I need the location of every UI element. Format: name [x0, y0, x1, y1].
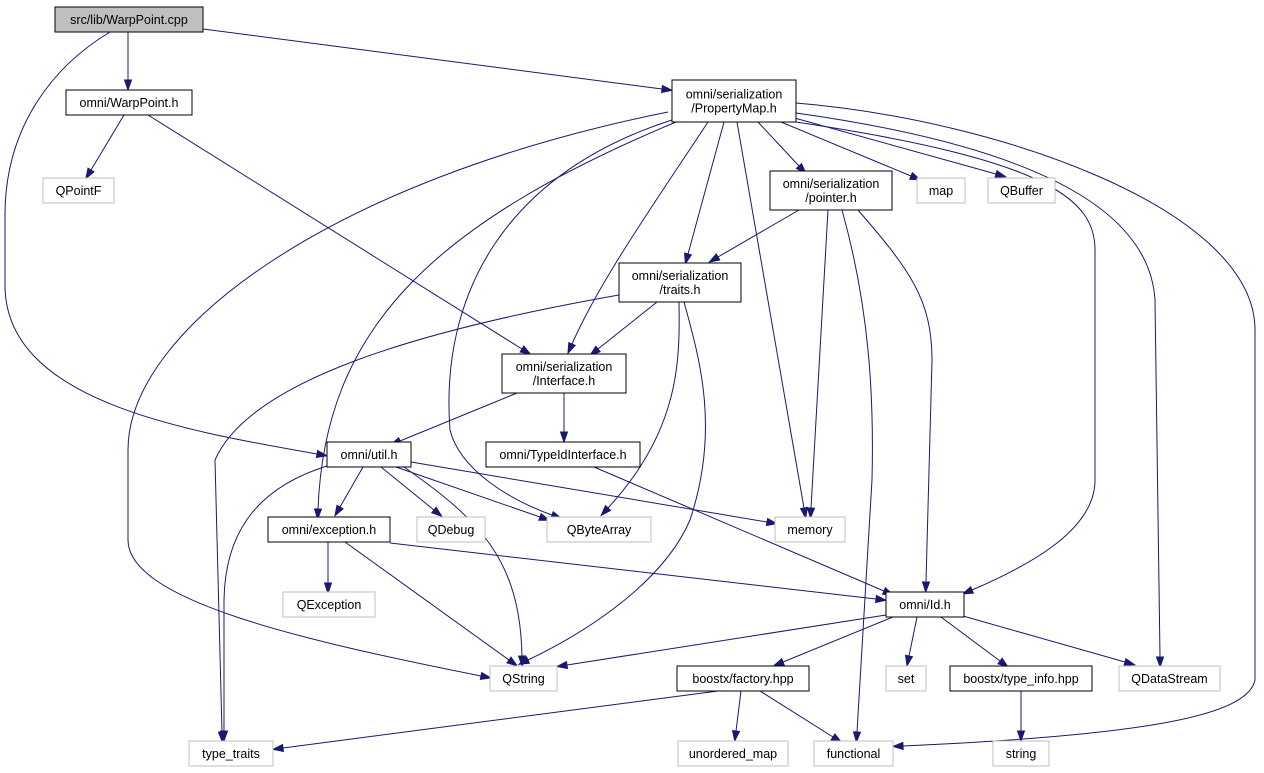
- node-label: /Interface.h: [533, 374, 596, 388]
- node-label: omni/util.h: [341, 448, 398, 462]
- node-memory: memory: [774, 516, 846, 543]
- edge-util-h-to-qstring: [403, 466, 527, 668]
- node-label: boostx/factory.hpp: [692, 672, 793, 686]
- edge-id-h-to-set: [904, 616, 918, 668]
- edge-interface-h-to-typeidinterface-h: [559, 393, 569, 444]
- node-label: functional: [827, 747, 881, 761]
- edge-propertymap-h-to-id-h: [795, 121, 1096, 595]
- edge-propertymap-h-to-qdatastream: [795, 112, 1165, 669]
- node-label: omni/serialization: [516, 360, 613, 374]
- edge-id-h-to-type-info-hpp: [940, 616, 1010, 668]
- nodes-layer: src/lib/WarpPoint.cpp omni/WarpPoint.h omn…: [42, 6, 1221, 767]
- edge-warppoint-cpp-to-propertymap-h: [202, 28, 674, 94]
- node-id-h[interactable]: omni/Id.h: [885, 591, 965, 618]
- node-string: string: [992, 740, 1050, 767]
- node-label: omni/exception.h: [282, 523, 377, 537]
- edge-id-h-to-factory-hpp: [772, 616, 894, 667]
- edge-exception-h-to-qexception: [323, 542, 333, 595]
- node-label: QDataStream: [1131, 672, 1207, 686]
- node-label: memory: [787, 523, 833, 537]
- node-qpointf: QPointF: [42, 177, 115, 204]
- edge-warppoint-h-to-qpointf: [85, 114, 125, 180]
- node-label: string: [1006, 747, 1037, 761]
- edge-propertymap-h-to-memory: [736, 121, 809, 520]
- edge-exception-h-to-qstring: [344, 541, 519, 667]
- node-type-info-hpp[interactable]: boostx/type_info.hpp: [949, 665, 1093, 692]
- edge-propertymap-h-to-exception-h: [313, 121, 677, 521]
- node-traits-h[interactable]: omni/serialization/traits.h: [618, 262, 742, 303]
- edge-factory-hpp-to-functional: [759, 690, 843, 744]
- node-label: map: [929, 184, 953, 198]
- edge-propertymap-h-to-qstring: [127, 111, 669, 681]
- edge-traits-h-to-qbytearray: [600, 301, 680, 517]
- node-label: /pointer.h: [805, 191, 856, 205]
- node-map: map: [916, 177, 966, 204]
- node-label: QByteArray: [567, 523, 632, 537]
- node-label: omni/serialization: [632, 269, 729, 283]
- node-label: omni/serialization: [783, 177, 880, 191]
- edge-pointer-h-to-memory: [806, 209, 829, 520]
- node-label: boostx/type_info.hpp: [963, 672, 1078, 686]
- node-type-traits: type_traits: [188, 740, 274, 767]
- node-qexception: QException: [282, 591, 376, 618]
- node-warppoint-cpp[interactable]: src/lib/WarpPoint.cpp: [54, 6, 204, 33]
- node-factory-hpp[interactable]: boostx/factory.hpp: [676, 665, 810, 692]
- node-label: set: [898, 672, 915, 686]
- edge-warppoint-cpp-to-warppoint-h: [123, 32, 133, 92]
- edge-propertymap-h-to-traits-h: [684, 121, 725, 266]
- edge-id-h-to-qdatastream: [962, 615, 1137, 666]
- edge-pointer-h-to-functional: [841, 209, 873, 744]
- node-label: unordered_map: [689, 747, 777, 761]
- node-label: QPointF: [56, 184, 102, 198]
- edge-warppoint-h-to-interface-h: [147, 114, 532, 356]
- node-propertymap-h[interactable]: omni/serialization/PropertyMap.h: [671, 79, 797, 123]
- node-label: src/lib/WarpPoint.cpp: [70, 13, 188, 27]
- edge-propertymap-h-to-functional: [795, 102, 1256, 751]
- node-label: QDebug: [428, 523, 475, 537]
- node-label: QException: [297, 598, 362, 612]
- node-label: type_traits: [202, 747, 260, 761]
- edge-util-h-to-qbytearray: [395, 466, 551, 521]
- node-label: /PropertyMap.h: [691, 102, 777, 116]
- node-label: omni/Id.h: [899, 598, 950, 612]
- edge-factory-hpp-to-unordered-map: [731, 690, 742, 743]
- edge-type-info-hpp-to-string: [1016, 691, 1026, 743]
- node-util-h[interactable]: omni/util.h: [326, 441, 412, 468]
- edges-layer: [4, 28, 1256, 753]
- node-functional: functional: [813, 740, 894, 767]
- node-qdebug: QDebug: [416, 516, 486, 543]
- edge-util-h-to-memory: [410, 461, 779, 527]
- edge-warppoint-cpp-to-util-h: [4, 31, 329, 459]
- node-label: /traits.h: [660, 283, 701, 297]
- edge-pointer-h-to-traits-h: [708, 209, 800, 263]
- edge-util-h-to-type-traits: [219, 465, 328, 743]
- node-warppoint-h[interactable]: omni/WarpPoint.h: [65, 89, 193, 116]
- edge-factory-hpp-to-type-traits: [271, 690, 719, 753]
- node-exception-h[interactable]: omni/exception.h: [267, 516, 391, 543]
- edge-util-h-to-qdebug: [380, 466, 443, 518]
- node-label: QString: [502, 672, 544, 686]
- node-label: omni/TypeIdInterface.h: [499, 448, 626, 462]
- edge-id-h-to-qstring: [555, 614, 887, 670]
- node-pointer-h[interactable]: omni/serialization/pointer.h: [769, 170, 893, 211]
- node-qstring: QString: [489, 665, 558, 692]
- node-unordered-map: unordered_map: [677, 740, 789, 767]
- node-qbytearray: QByteArray: [546, 516, 652, 543]
- node-interface-h[interactable]: omni/serialization/Interface.h: [501, 353, 627, 394]
- edge-traits-h-to-interface-h: [588, 301, 658, 357]
- node-qdatastream: QDataStream: [1118, 665, 1221, 692]
- node-typeidinterface-h[interactable]: omni/TypeIdInterface.h: [485, 441, 641, 468]
- edge-exception-h-to-id-h: [389, 542, 888, 604]
- edge-interface-h-to-util-h: [389, 392, 518, 446]
- node-label: QBuffer: [1000, 184, 1043, 198]
- edge-util-h-to-exception-h: [334, 466, 364, 517]
- node-set: set: [885, 665, 927, 692]
- edge-propertymap-h-to-interface-h: [567, 121, 709, 355]
- node-label: omni/serialization: [686, 88, 783, 102]
- edge-pointer-h-to-id-h: [857, 209, 933, 594]
- node-label: omni/WarpPoint.h: [80, 96, 179, 110]
- node-qbuffer: QBuffer: [987, 177, 1056, 204]
